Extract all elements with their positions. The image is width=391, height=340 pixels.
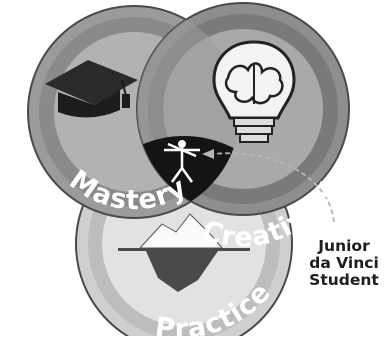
iceberg-icon [118, 213, 250, 292]
vitruvian-man-icon [164, 140, 200, 183]
callout-line-2: da Vinci [309, 254, 379, 272]
brain-lightbulb-icon [212, 40, 296, 143]
callout-line-3: Student [309, 271, 379, 289]
graduation-cap-icon [45, 60, 138, 118]
callout-line-1: Junior [318, 237, 370, 255]
callout-text: Junior da Vinci Student [300, 238, 388, 289]
callout-arrowhead [202, 149, 214, 159]
callout-pointer [211, 152, 335, 223]
